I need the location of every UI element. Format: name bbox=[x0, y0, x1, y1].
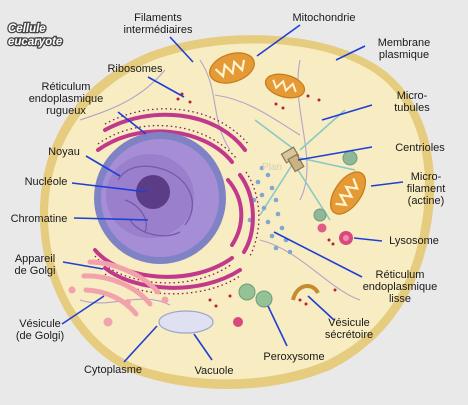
label-microtubules: Micro-tubules bbox=[394, 90, 430, 114]
vacuole bbox=[158, 310, 214, 334]
label-peroxysome: Peroxysome bbox=[263, 351, 324, 363]
pointer-lines bbox=[61, 24, 404, 363]
green-vesicle-1 bbox=[342, 150, 358, 166]
lysosome-small bbox=[317, 223, 327, 233]
golgi-apparatus bbox=[81, 259, 161, 317]
lysosome bbox=[339, 231, 353, 245]
label-centrioles: Centrioles bbox=[395, 142, 445, 154]
title-line-1: Cellule bbox=[8, 23, 46, 35]
title-line-2: eucaryote bbox=[8, 36, 63, 48]
rough-er bbox=[93, 112, 255, 290]
green-vesicle-2 bbox=[313, 208, 327, 222]
nucleolus bbox=[136, 175, 170, 209]
label-vacuole: Vacuole bbox=[195, 365, 234, 377]
label-cytoplasme: Cytoplasme bbox=[84, 364, 142, 376]
intermediate-filaments bbox=[79, 59, 361, 306]
label-ribosomes: Ribosomes bbox=[107, 63, 163, 75]
label-microfilament: Micro-filament(actine) bbox=[407, 171, 446, 207]
secretory-vesicle bbox=[291, 283, 320, 301]
watermark: Plan bbox=[262, 162, 282, 173]
peroxisomes bbox=[238, 283, 273, 308]
nucleus bbox=[94, 132, 226, 264]
label-chromatine: Chromatine bbox=[11, 213, 68, 225]
free-ribosomes bbox=[176, 92, 337, 308]
label-noyau: Noyau bbox=[48, 146, 80, 158]
lysosome-lower bbox=[233, 317, 243, 327]
label-mitochondrie: Mitochondrie bbox=[293, 12, 356, 24]
golgi-vesicles bbox=[68, 286, 169, 327]
mitochondria bbox=[209, 52, 367, 215]
label-vesicule-golgi: Vésicule(de Golgi) bbox=[16, 318, 64, 342]
centrioles bbox=[280, 146, 305, 173]
label-nucleole: Nucléole bbox=[25, 176, 68, 188]
label-lysosome: Lysosome bbox=[389, 235, 439, 247]
